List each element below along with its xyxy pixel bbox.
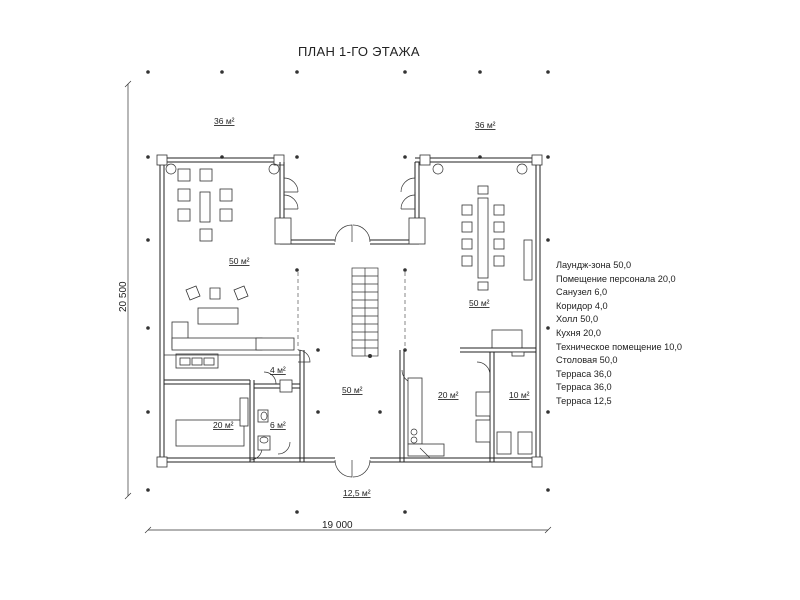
- legend-item: Санузел 6,0: [556, 287, 608, 298]
- column-dot: [146, 155, 150, 159]
- column-dot: [316, 410, 320, 414]
- column-dot: [146, 488, 150, 492]
- room-legend: Лаундж-зона 50,0 Помещение персонала 20,…: [556, 259, 682, 409]
- dashed-lines: [297, 272, 406, 350]
- plan-title: ПЛАН 1-ГО ЭТАЖА: [298, 44, 420, 59]
- column-dot: [478, 70, 482, 74]
- column-dot: [546, 410, 550, 414]
- column-grid: [146, 70, 550, 514]
- legend-item: Лаундж-зона 50,0: [556, 260, 632, 270]
- column-dot: [146, 326, 150, 330]
- legend-item: Помещение персонала 20,0: [556, 273, 676, 284]
- terrace-right-area: 36 м²: [475, 120, 496, 130]
- column-dot: [403, 155, 407, 159]
- column-dot: [546, 70, 550, 74]
- column-dot: [403, 510, 407, 514]
- legend-item: Столовая 50,0: [556, 355, 618, 366]
- legend-item: Терраса 36,0: [556, 382, 612, 393]
- corridor-area: 4 м²: [270, 365, 286, 375]
- column-dot: [546, 155, 550, 159]
- column-dot: [403, 268, 407, 272]
- staff-bathroom-furniture: [164, 379, 300, 462]
- bathroom-area: 6 м²: [270, 420, 286, 430]
- column-dot: [220, 70, 224, 74]
- lounge-area: 50 м²: [229, 256, 250, 266]
- dining-area: 50 м²: [469, 298, 490, 308]
- technical-area: 10 м²: [509, 390, 530, 400]
- terrace-left-area: 36 м²: [214, 116, 235, 126]
- column-dot: [378, 410, 382, 414]
- legend-item: Холл 50,0: [556, 314, 599, 325]
- dining-furniture: [432, 163, 536, 357]
- hall-walls: [274, 162, 426, 462]
- column-dot: [403, 70, 407, 74]
- column-dot: [295, 268, 299, 272]
- hall-area: 50 м²: [342, 385, 363, 395]
- staff-room-area: 20 м²: [213, 420, 234, 430]
- column-dot: [546, 238, 550, 242]
- staircase: [351, 267, 379, 358]
- legend-item: Коридор 4,0: [556, 300, 608, 311]
- width-dimension: 19 000: [322, 520, 353, 531]
- dimension-lines: 19 000 20 500: [118, 80, 552, 534]
- height-dimension: 20 500: [118, 281, 129, 312]
- kitchen-area: 20 м²: [438, 390, 459, 400]
- terrace-front-area: 12,5 м²: [343, 488, 371, 498]
- kitchen-furniture: [407, 352, 533, 462]
- room-labels: 36 м² 36 м² 50 м² 50 м² 4 м² 50 м² 20 м²…: [213, 116, 530, 498]
- column-dot: [146, 70, 150, 74]
- column-dot: [295, 510, 299, 514]
- column-dot: [295, 155, 299, 159]
- column-dot: [316, 348, 320, 352]
- column-dot: [295, 70, 299, 74]
- column-dot: [146, 238, 150, 242]
- column-dot: [546, 488, 550, 492]
- column-dot: [546, 326, 550, 330]
- lounge-furniture: [164, 163, 300, 369]
- legend-item: Терраса 36,0: [556, 368, 612, 379]
- column-dot: [146, 410, 150, 414]
- legend-item: Кухня 20,0: [556, 327, 602, 338]
- legend-item: Техническое помещение 10,0: [556, 341, 683, 352]
- legend-item: Терраса 12,5: [556, 395, 612, 406]
- outer-walls: [156, 154, 543, 468]
